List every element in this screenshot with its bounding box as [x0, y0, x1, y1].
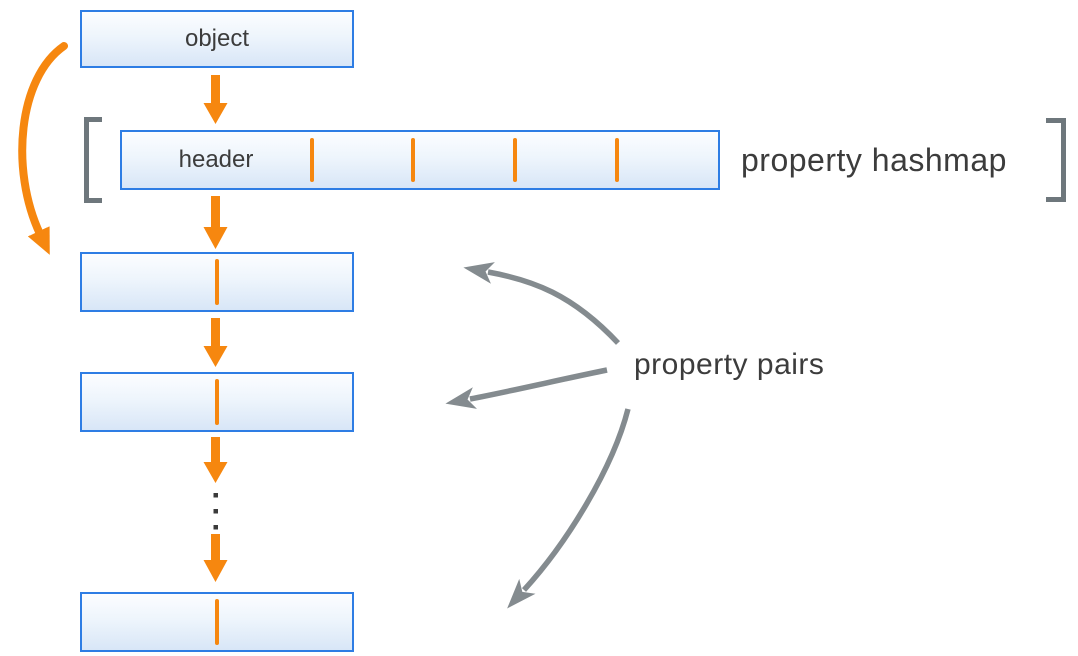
object-box-label: object [184, 25, 250, 52]
hashmap-cell-divider [615, 138, 619, 182]
pairs-annotation-label: property pairs [634, 348, 825, 381]
property-pair-box-2 [80, 372, 354, 432]
property-pair-box-1 [80, 252, 354, 312]
hashmap-cell-divider [411, 138, 415, 182]
property-pair-box-n [80, 592, 354, 652]
hashmap-box: header [120, 130, 720, 190]
gray-arrow-to-pair1 [463, 262, 621, 345]
down-arrow-ellipsis-to-pairN [203, 534, 228, 582]
down-arrow-pair2-to-ellipsis [203, 437, 228, 483]
gray-arrow-to-pair2 [445, 367, 608, 409]
curved-arrow-object-to-pairs [18, 42, 68, 255]
gray-arrow-to-pairN [507, 408, 631, 609]
hashmap-annotation-label: property hashmap [741, 142, 1007, 178]
down-arrow-pair1-to-pair2 [203, 318, 228, 367]
hashmap-header-label: header [178, 146, 254, 173]
pair-cell-divider [215, 599, 219, 645]
hashmap-cell-divider [513, 138, 517, 182]
pair-cell-divider [215, 379, 219, 425]
hashmap-cell-divider [310, 138, 314, 182]
pair-cell-divider [215, 259, 219, 305]
down-arrow-object-to-hashmap [203, 75, 228, 124]
right-bracket [1046, 118, 1066, 202]
left-bracket [84, 117, 102, 203]
vertical-ellipsis [213, 493, 218, 530]
down-arrow-hashmap-to-pair1 [203, 196, 228, 249]
object-box: object [80, 10, 354, 68]
